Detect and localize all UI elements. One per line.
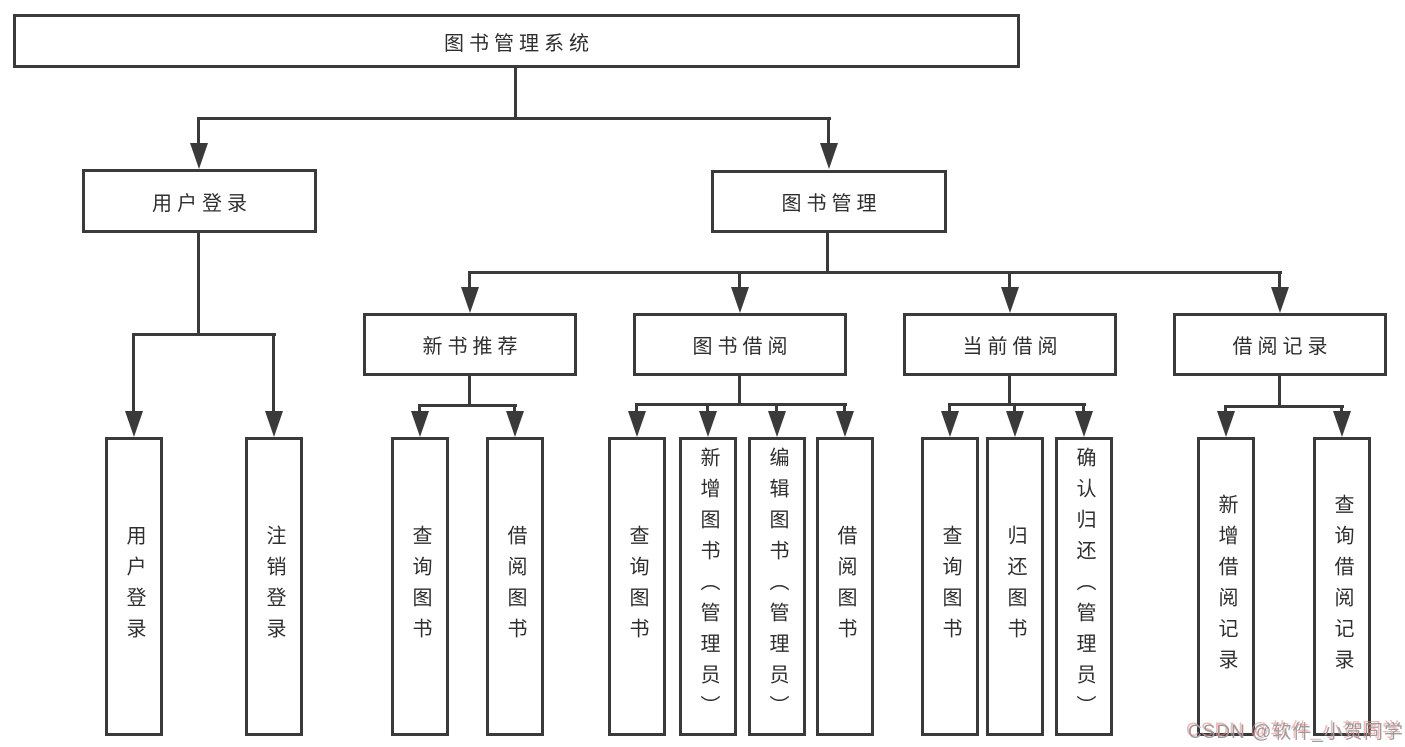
connector-line xyxy=(1008,374,1011,406)
leaf-query-borrow-record: 查询借阅记录 xyxy=(1313,437,1371,736)
connector-line xyxy=(635,403,847,406)
connector-line xyxy=(468,271,1282,274)
connector-line xyxy=(132,333,135,415)
connector-line xyxy=(1082,403,1085,413)
node-book-borrowing: 图书借阅 xyxy=(633,313,847,376)
connector-line xyxy=(1278,271,1281,289)
connector-line xyxy=(1340,405,1343,414)
node-user-login: 用户登录 xyxy=(82,169,317,233)
node-current-borrowing: 当前借阅 xyxy=(903,313,1117,376)
arrowhead-down-icon xyxy=(506,411,524,437)
leaf-user-login: 用户登录 xyxy=(105,437,163,736)
connector-line xyxy=(948,403,1086,406)
connector-line xyxy=(513,404,516,414)
connector-line xyxy=(418,404,517,407)
arrowhead-down-icon xyxy=(125,411,143,437)
arrowhead-down-icon xyxy=(628,411,646,437)
connector-line xyxy=(418,404,421,414)
node-new-book-recommendation: 新书推荐 xyxy=(363,313,577,376)
connector-line xyxy=(468,374,471,407)
connector-line xyxy=(1008,271,1011,289)
leaf-add-books-admin: 新增图书（管理员） xyxy=(679,437,737,736)
leaf-edit-books-admin: 编辑图书（管理员） xyxy=(748,437,806,736)
connector-line xyxy=(775,403,778,413)
connector-line xyxy=(197,117,831,120)
connector-line xyxy=(738,271,741,289)
connector-line xyxy=(1278,374,1281,408)
arrowhead-down-icon xyxy=(941,411,959,437)
connector-line xyxy=(738,374,741,406)
connector-line xyxy=(272,333,275,415)
leaf-query-books-recommend: 查询图书 xyxy=(391,437,449,736)
connector-line xyxy=(514,66,517,120)
csdn-watermark: CSDN @软件_小贺同学 xyxy=(1188,722,1404,743)
connector-line xyxy=(468,271,471,289)
arrowhead-down-icon xyxy=(836,411,854,437)
arrowhead-down-icon xyxy=(1333,411,1351,437)
leaf-query-books-borrowing: 查询图书 xyxy=(608,437,666,736)
arrowhead-down-icon xyxy=(1075,411,1093,437)
connector-line xyxy=(197,117,200,146)
connector-line xyxy=(635,403,638,413)
connector-line xyxy=(827,117,830,146)
arrowhead-down-icon xyxy=(1006,411,1024,437)
arrowhead-down-icon xyxy=(1001,287,1019,313)
leaf-confirm-return-admin: 确认归还（管理员） xyxy=(1055,437,1113,736)
connector-line xyxy=(706,403,709,413)
arrowhead-down-icon xyxy=(190,143,208,169)
leaf-return-books: 归还图书 xyxy=(986,437,1044,736)
connector-line xyxy=(1224,405,1344,408)
arrowhead-down-icon xyxy=(699,411,717,437)
leaf-query-books-current: 查询图书 xyxy=(921,437,979,736)
leaf-borrow-books-recommend: 借阅图书 xyxy=(486,437,544,736)
arrowhead-down-icon xyxy=(411,411,429,437)
connector-line xyxy=(132,333,276,336)
connector-line xyxy=(843,403,846,413)
arrowhead-down-icon xyxy=(731,287,749,313)
leaf-add-borrow-record: 新增借阅记录 xyxy=(1197,437,1255,736)
arrowhead-down-icon xyxy=(461,287,479,313)
arrowhead-down-icon xyxy=(768,411,786,437)
connector-line xyxy=(1013,403,1016,413)
leaf-logout: 注销登录 xyxy=(245,437,303,736)
node-borrowing-records: 借阅记录 xyxy=(1173,313,1387,376)
node-library-management-system: 图书管理系统 xyxy=(13,14,1020,68)
arrowhead-down-icon xyxy=(1217,411,1235,437)
arrowhead-down-icon xyxy=(820,143,838,169)
connector-line xyxy=(197,231,200,335)
connector-line xyxy=(948,403,951,413)
leaf-borrow-books: 借阅图书 xyxy=(816,437,874,736)
connector-line xyxy=(826,231,829,274)
arrowhead-down-icon xyxy=(1271,287,1289,313)
arrowhead-down-icon xyxy=(265,411,283,437)
connector-line xyxy=(1224,405,1227,414)
node-book-management: 图书管理 xyxy=(711,170,947,233)
